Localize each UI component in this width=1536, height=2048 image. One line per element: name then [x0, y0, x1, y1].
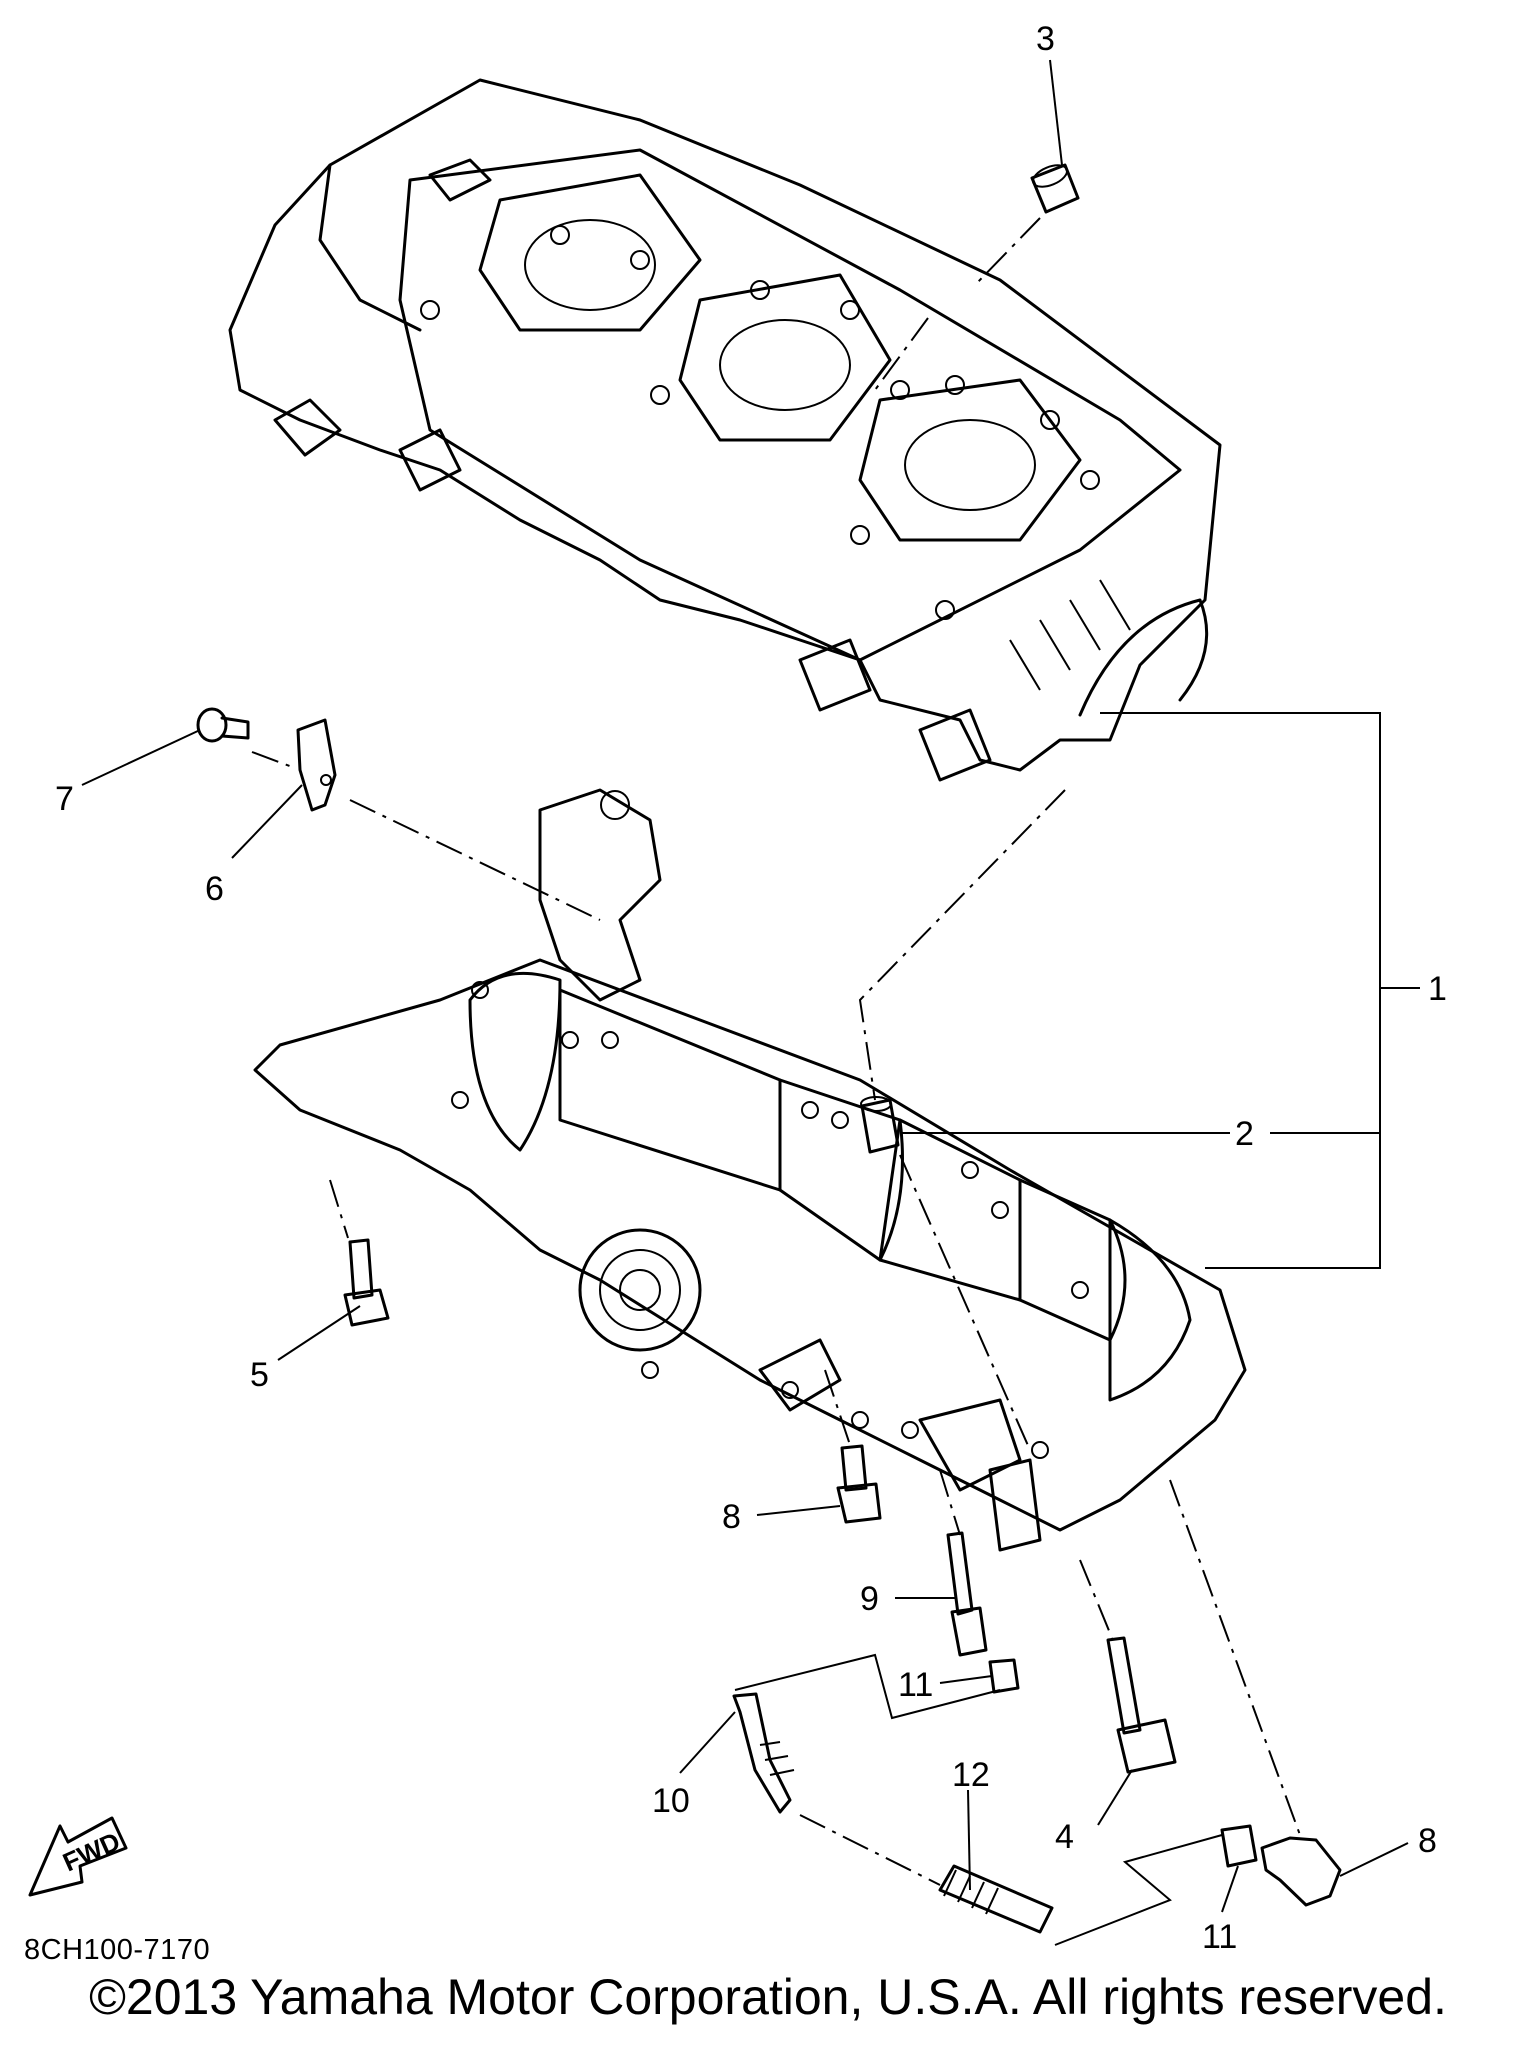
part-8-fitting-right	[1260, 1836, 1342, 1907]
callout-6: 6	[205, 870, 224, 908]
part-9-bolt	[946, 1531, 988, 1657]
callout-4: 4	[1055, 1818, 1074, 1856]
part-3-dowel	[1030, 163, 1080, 214]
diagram-code: 8CH100-7170	[24, 1934, 211, 1966]
fwd-label: FWD	[58, 1826, 124, 1877]
callout-11-lower: 11	[1202, 1918, 1237, 1956]
callout-8-right: 8	[1418, 1822, 1437, 1860]
upper-crankcase	[228, 78, 1222, 782]
callout-2: 2	[1235, 1115, 1254, 1153]
copyright-notice: ©2013 Yamaha Motor Corporation, U.S.A. A…	[89, 1969, 1447, 2025]
callout-12: 12	[952, 1756, 990, 1794]
callout-7: 7	[55, 780, 74, 818]
part-4-bolt	[1106, 1636, 1177, 1774]
part-2-dowel	[860, 1096, 900, 1154]
part-11-cap-upper	[988, 1658, 1020, 1694]
callout-8-left: 8	[722, 1498, 741, 1536]
part-12-hose	[938, 1864, 1054, 1934]
callout-1: 1	[1428, 970, 1447, 1008]
lower-crankcase	[253, 788, 1247, 1552]
fwd-arrow-icon: FWD	[28, 1816, 128, 1897]
part-11-cap-lower	[1220, 1824, 1258, 1868]
part-6-bracket	[296, 718, 337, 812]
assembly-lines	[251, 217, 1301, 1946]
part-5-bolt	[343, 1238, 390, 1327]
leader-lines	[81, 59, 1420, 1913]
part-10-hose	[732, 1692, 795, 1814]
callout-9: 9	[860, 1580, 879, 1618]
part-7-screw	[196, 707, 250, 743]
part-8-fitting-left	[836, 1444, 882, 1524]
callout-11-upper: 11	[898, 1666, 933, 1704]
callout-3: 3	[1036, 20, 1055, 58]
callout-5: 5	[250, 1356, 269, 1394]
callout-10: 10	[652, 1782, 690, 1820]
